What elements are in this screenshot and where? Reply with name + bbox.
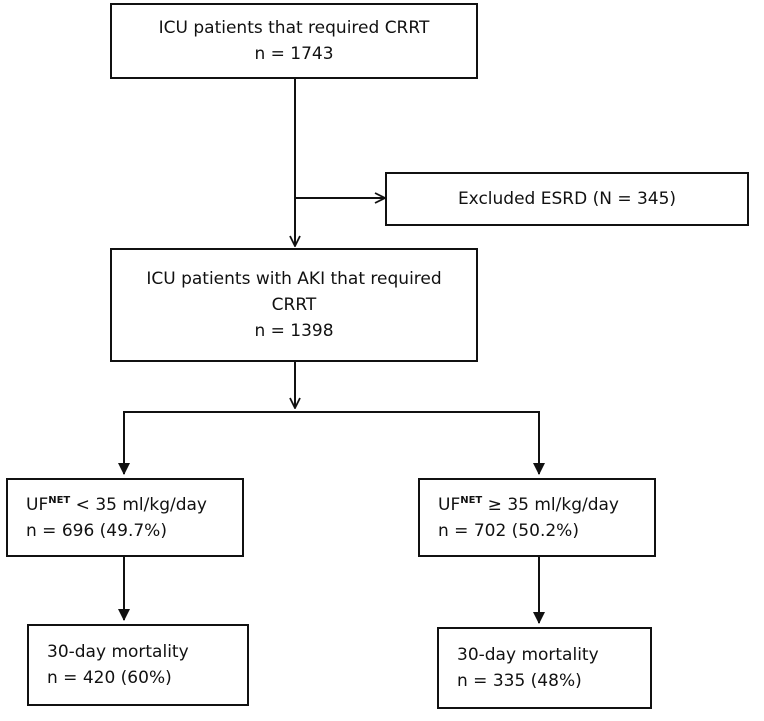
- box-excluded-esrd: Excluded ESRD (N = 345): [385, 172, 749, 226]
- box-mortality-low-count: n = 420 (60%): [47, 668, 172, 688]
- box-uf-high-label: UFNET ≥ 35 ml/kg/day: [438, 494, 619, 515]
- box-aki-crrt: ICU patients with AKI that required CRRT…: [110, 248, 478, 362]
- box-mortality-low: 30-day mortality n = 420 (60%): [27, 624, 249, 706]
- box-mortality-low-label: 30-day mortality: [47, 642, 189, 662]
- box-excluded-label: Excluded ESRD (N = 345): [457, 189, 677, 209]
- box-aki-count: n = 1398: [254, 321, 334, 341]
- box-mortality-high-count: n = 335 (48%): [457, 671, 582, 691]
- box-aki-label: ICU patients with AKI that required: [146, 269, 442, 289]
- box-uf-high: UFNET ≥ 35 ml/kg/day n = 702 (50.2%): [418, 478, 656, 557]
- box-mortality-high: 30-day mortality n = 335 (48%): [437, 627, 652, 709]
- box-icu-crrt-count: n = 1743: [254, 44, 334, 64]
- box-uf-low-count: n = 696 (49.7%): [26, 520, 167, 541]
- box-uf-high-count: n = 702 (50.2%): [438, 520, 579, 541]
- box-aki-label-cont: CRRT: [271, 295, 317, 315]
- box-mortality-high-label: 30-day mortality: [457, 645, 599, 665]
- box-uf-low: UFNET < 35 ml/kg/day n = 696 (49.7%): [6, 478, 244, 557]
- box-icu-crrt-label: ICU patients that required CRRT: [158, 18, 430, 38]
- box-icu-crrt: ICU patients that required CRRT n = 1743: [110, 3, 478, 79]
- box-uf-low-label: UFNET < 35 ml/kg/day: [26, 494, 207, 515]
